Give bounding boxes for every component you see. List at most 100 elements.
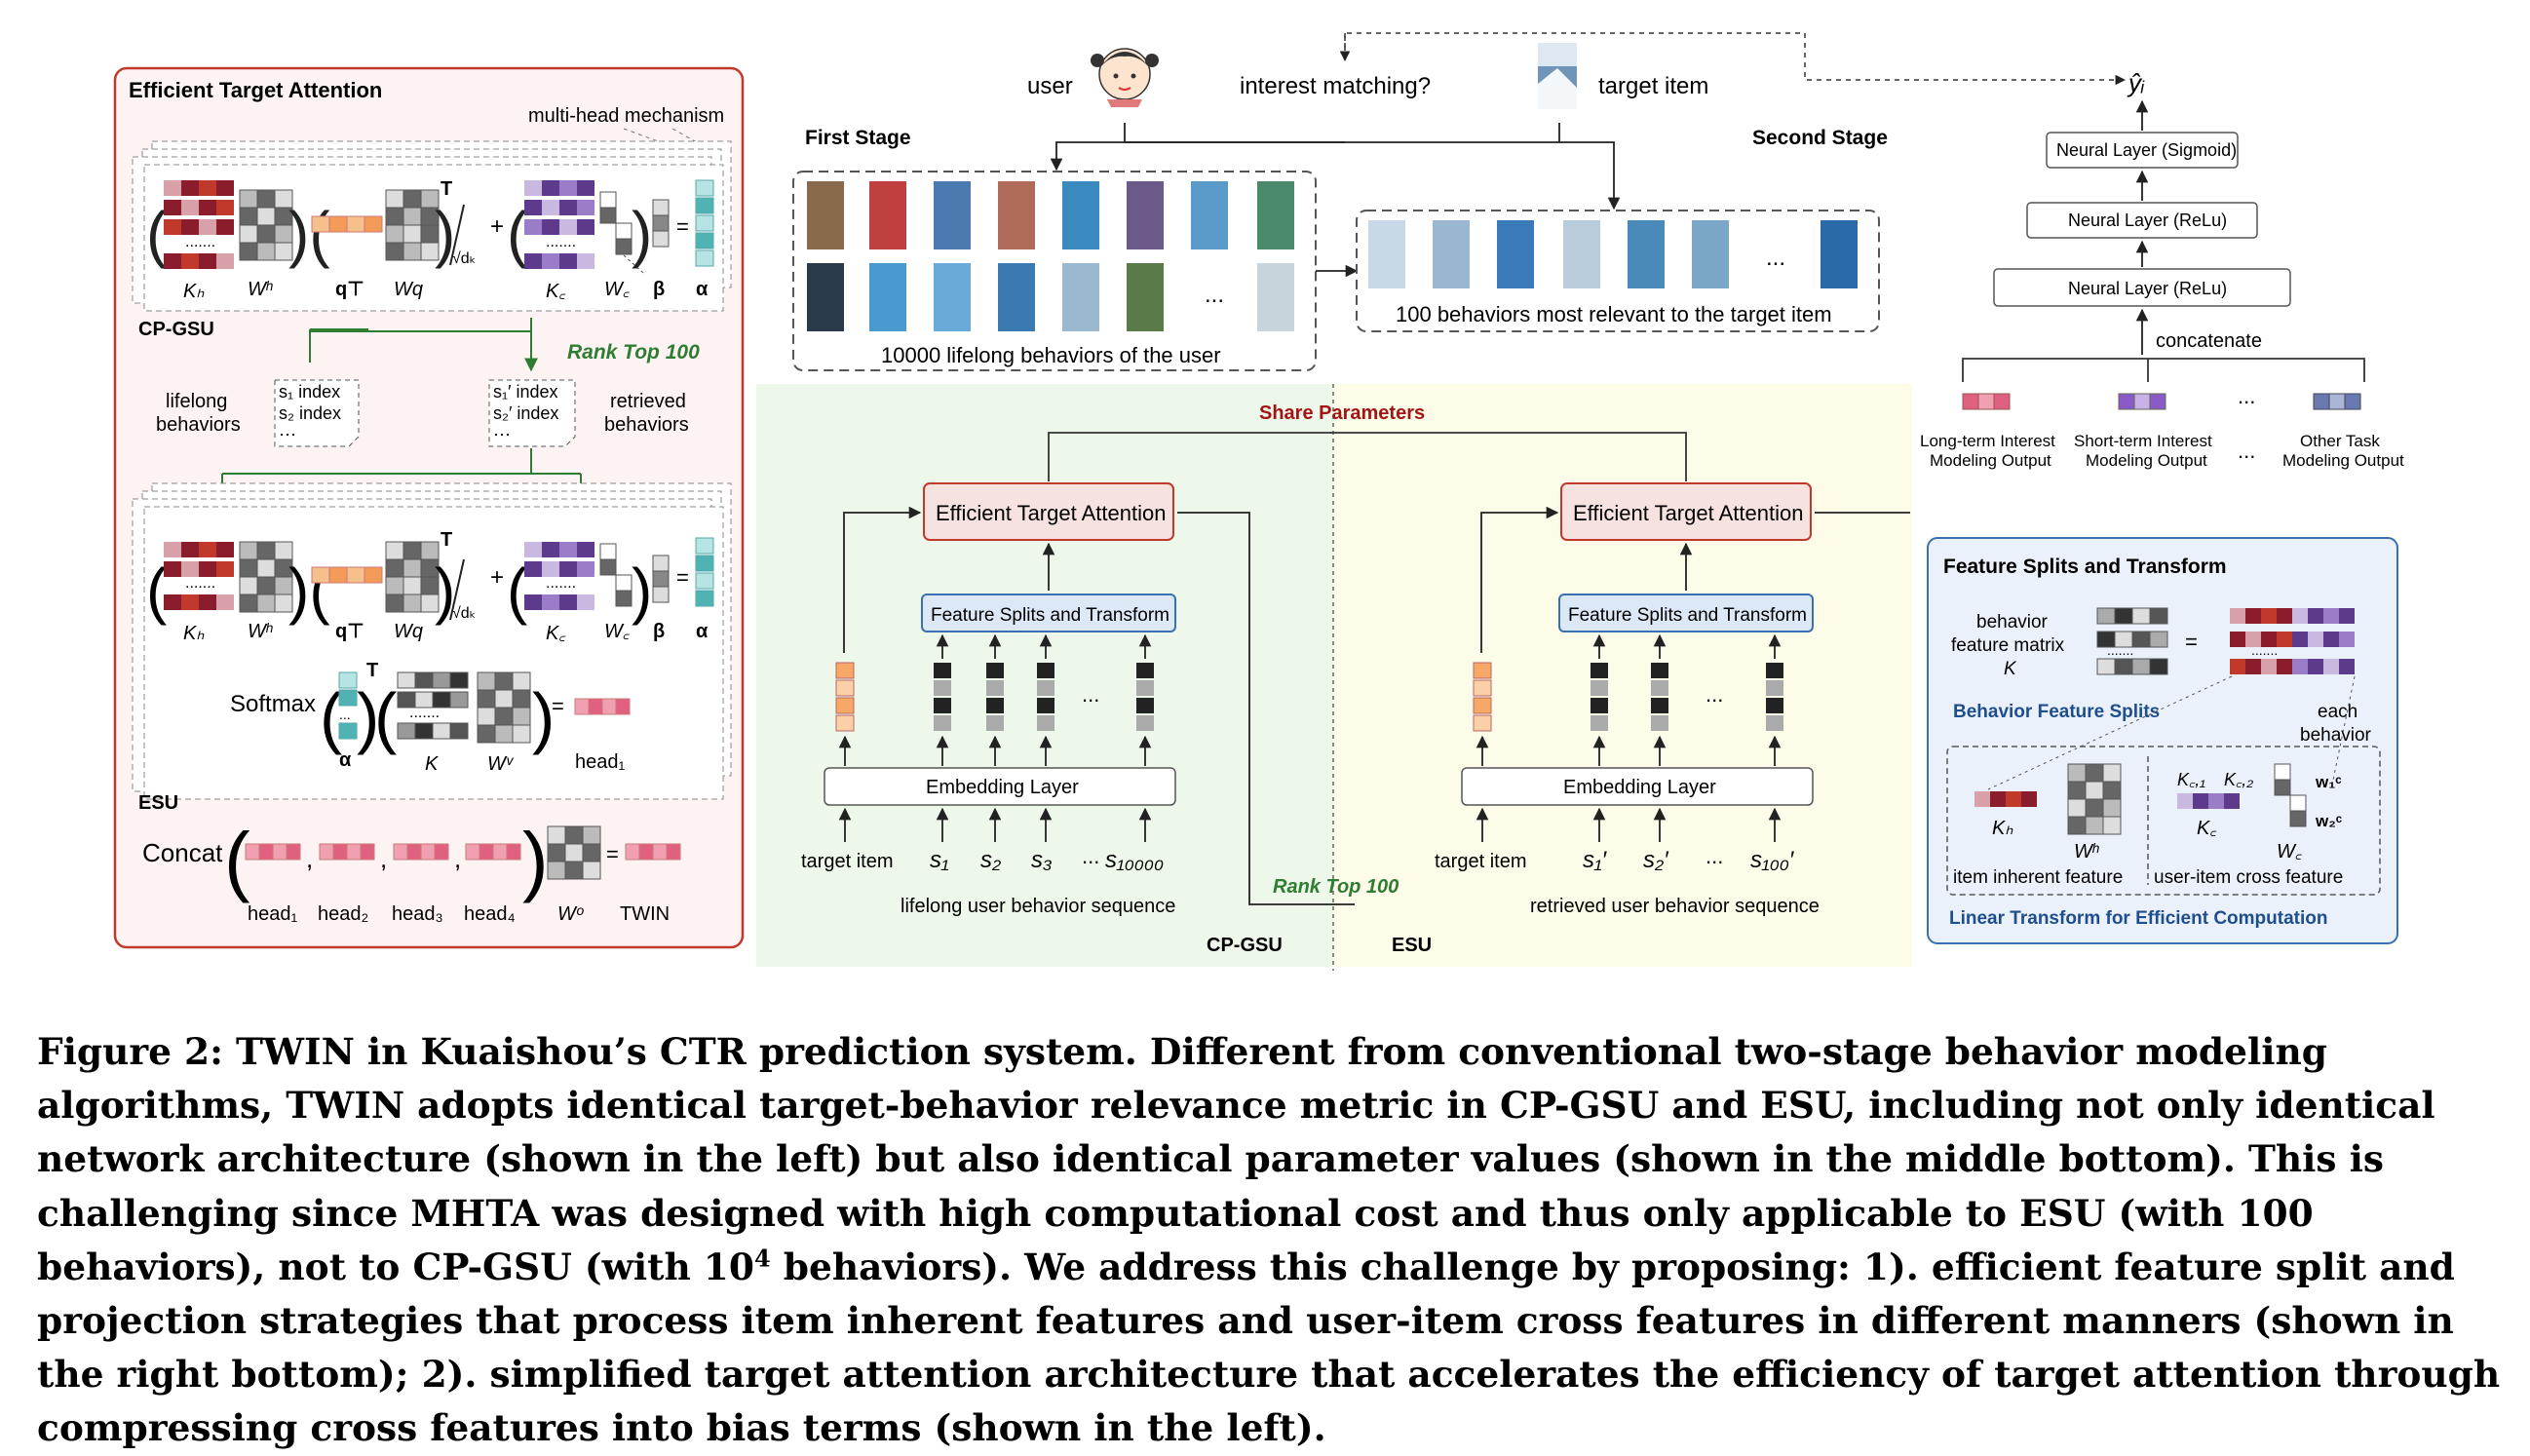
retrieved-sequence-label: retrieved user behavior sequence — [1530, 896, 1820, 917]
svg-text:s₁′ index: s₁′ index — [493, 382, 557, 402]
svg-text:K꜀,₂: K꜀,₂ — [2224, 770, 2253, 789]
svg-text:...: ... — [1205, 282, 1224, 308]
figure-caption: Figure 2: TWIN in Kuaishou’s CTR predict… — [37, 1025, 2503, 1456]
svg-text:=: = — [552, 694, 564, 718]
behavior-embedding-vectors: ... — [934, 663, 1154, 731]
user-avatar-icon — [1091, 48, 1159, 107]
svg-text:...: ... — [339, 707, 351, 722]
interest-matching-label: interest matching? — [1240, 73, 1431, 99]
svg-text:K꜀,₁: K꜀,₁ — [2177, 770, 2205, 789]
target-embedding-vector — [835, 662, 855, 732]
multihead-label: multi-head mechanism — [528, 105, 724, 127]
svg-text:head₃: head₃ — [392, 903, 443, 925]
svg-text:W꜀: W꜀ — [604, 621, 630, 642]
svg-text:Wʰ: Wʰ — [248, 621, 273, 642]
svg-text:behavior: behavior — [2300, 725, 2372, 746]
svg-text:Kₕ: Kₕ — [183, 623, 205, 644]
item-inherent-feature: Kₕ Wʰ item inherent feature — [1953, 763, 2123, 888]
svg-text:(: ( — [320, 679, 342, 755]
svg-text:s₂′: s₂′ — [1643, 847, 1669, 873]
svg-text:w₂ᶜ: w₂ᶜ — [2315, 812, 2343, 830]
svg-text:q⊤: q⊤ — [335, 621, 364, 642]
caption-sup: 4 — [753, 1244, 771, 1273]
svg-text:.......: ....... — [2107, 642, 2133, 658]
cp-gsu-column: Efficient Target Attention Feature Split… — [801, 482, 1399, 956]
svg-text:Wʰ: Wʰ — [2074, 841, 2099, 862]
svg-text:(: ( — [507, 199, 527, 269]
svg-text:,: , — [306, 844, 313, 873]
esu-middle-label: ESU — [1392, 935, 1432, 956]
user-label: user — [1027, 73, 1073, 99]
relevant-behaviors-box: ... 100 behaviors most relevant to the t… — [1356, 210, 1880, 332]
svg-text:)(: )( — [288, 199, 330, 269]
svg-text:feature matrix: feature matrix — [1951, 635, 2065, 656]
svg-text:head₄: head₄ — [464, 903, 516, 925]
svg-text:K꜀: K꜀ — [2197, 818, 2216, 839]
svg-text:Other Task: Other Task — [2300, 432, 2380, 450]
softmax-row: Softmax ( ... ) T ( ....... ) = α K Wᵛ h… — [230, 660, 631, 775]
svg-text:.......: ....... — [2251, 642, 2278, 658]
svg-text:): ) — [522, 817, 549, 903]
svg-text:s₁′: s₁′ — [1583, 847, 1608, 873]
twin-architecture-figure: Efficient Target Attention multi-head me… — [113, 32, 2404, 971]
svg-text:): ) — [435, 199, 455, 269]
alpha-vector — [695, 179, 714, 267]
svg-text:T: T — [366, 660, 378, 681]
short-term-output: Short-term Interest Modeling Output — [2074, 393, 2212, 470]
svg-text:Softmax: Softmax — [230, 691, 316, 717]
svg-text:⋯: ⋯ — [279, 425, 296, 444]
svg-text:behaviors: behaviors — [604, 414, 689, 436]
svg-text:head₁: head₁ — [248, 903, 297, 925]
svg-text:.......: ....... — [185, 575, 215, 592]
second-stage-label: Second Stage — [1752, 127, 1888, 149]
esu-label: ESU — [138, 792, 178, 814]
svg-text:s₃: s₃ — [1031, 847, 1053, 873]
svg-text:.......: ....... — [185, 234, 215, 250]
svg-text:target item: target item — [801, 851, 893, 872]
svg-text:β: β — [653, 621, 665, 642]
fst-box-left: Feature Splits and Transform — [931, 605, 1169, 626]
eta-box-left: Efficient Target Attention — [936, 501, 1166, 525]
svg-text:⋯: ⋯ — [493, 425, 511, 444]
y-hat-label: ŷᵢ — [2127, 68, 2145, 97]
svg-text:(: ( — [507, 556, 527, 626]
svg-text:.......: ....... — [546, 234, 576, 250]
concat-row: Concat ( , , , ) = head₁ head₂ head₃ hea… — [142, 817, 681, 925]
eta-box-right: Efficient Target Attention — [1573, 501, 1803, 525]
linear-transform-label: Linear Transform for Efficient Computati… — [1949, 908, 2327, 929]
svg-text:=: = — [606, 842, 619, 866]
svg-text:+: + — [490, 213, 504, 240]
lifelong-sequence-label: lifelong user behavior sequence — [901, 896, 1175, 917]
svg-text:s₁₀₀₀₀: s₁₀₀₀₀ — [1105, 847, 1164, 873]
svg-text:behavior: behavior — [1976, 612, 2049, 632]
svg-text:Kₕ: Kₕ — [183, 281, 205, 302]
neural-layer-relu-top: Neural Layer (ReLu) — [2068, 211, 2227, 230]
behavior-feature-splits-label: Behavior Feature Splits — [1953, 702, 2160, 722]
svg-text:Wᵛ: Wᵛ — [487, 753, 515, 775]
svg-text:): ) — [357, 679, 379, 755]
svg-text:...: ... — [2238, 439, 2255, 463]
target-item-label: target item — [1598, 73, 1708, 99]
svg-text:behaviors: behaviors — [156, 414, 241, 436]
neural-layer-sigmoid: Neural Layer (Sigmoid) — [2056, 140, 2237, 160]
svg-text:K꜀: K꜀ — [546, 623, 565, 644]
kh-matrix: ....... — [164, 180, 234, 269]
svg-text:): ) — [632, 556, 652, 626]
svg-text:=: = — [676, 565, 689, 590]
beta-vector — [652, 199, 670, 248]
svg-text:T: T — [441, 178, 452, 200]
caption-part1: Figure 2: TWIN in Kuaishou’s CTR predict… — [37, 1030, 2435, 1288]
split-feature-matrix: ....... — [2230, 608, 2355, 674]
svg-text:(: ( — [146, 199, 167, 269]
svg-text:head₂: head₂ — [318, 903, 368, 925]
svg-text:.......: ....... — [546, 575, 576, 592]
formula-row-cpgsu: ( ....... )( — [146, 178, 714, 302]
svg-text:s₁ index: s₁ index — [279, 382, 340, 402]
svg-text:Short-term Interest: Short-term Interest — [2074, 432, 2212, 450]
svg-text:W꜀: W꜀ — [2277, 841, 2302, 862]
left-panel-efficient-target-attention: Efficient Target Attention multi-head me… — [113, 66, 745, 949]
rank-top-100-left: Rank Top 100 — [567, 341, 700, 364]
svg-text:T: T — [441, 529, 452, 551]
svg-text:Kₕ: Kₕ — [1992, 818, 2013, 839]
q-vector — [311, 215, 383, 233]
